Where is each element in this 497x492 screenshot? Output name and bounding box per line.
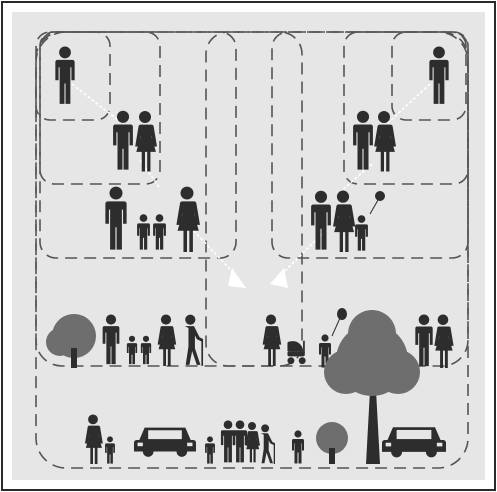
background-panel [12,12,485,480]
